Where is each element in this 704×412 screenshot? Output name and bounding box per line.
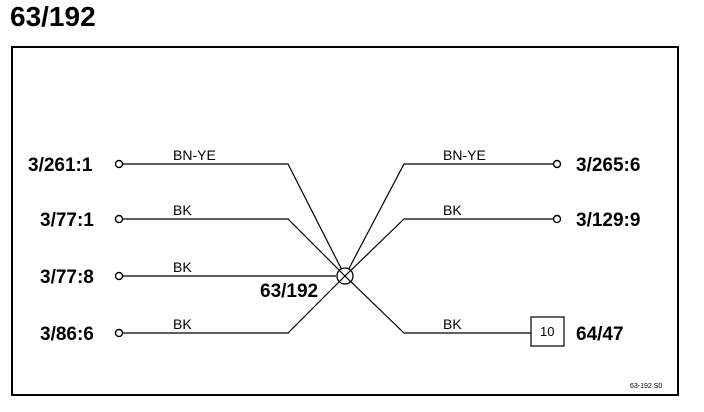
- left-wire-1: 3/261:1 BN-YE: [28, 147, 346, 277]
- connector-label: 3/77:1: [40, 210, 94, 231]
- terminal-icon: [114, 159, 124, 169]
- page-title: 63/192: [10, 1, 96, 32]
- right-wire-2: 3/129:9 BK: [344, 202, 640, 277]
- terminal-icon: [552, 214, 562, 224]
- connector-label: 3/86:6: [40, 324, 94, 345]
- diagram-frame: [11, 46, 679, 396]
- connector-label: 3/261:1: [28, 155, 93, 176]
- wire-color-label: BK: [173, 202, 192, 218]
- wire-color-label: BK: [173, 259, 192, 275]
- left-wire-3: 3/77:8 BK: [40, 259, 336, 288]
- connector-label: 64/47: [576, 324, 624, 345]
- right-wire-3: 10 64/47 BK: [344, 275, 624, 347]
- connector-box-number: 10: [540, 324, 554, 339]
- footer-code: 63-192 S0: [630, 383, 662, 390]
- wire-color-label: BN-YE: [173, 147, 216, 163]
- connector-label: 3/77:8: [40, 267, 94, 288]
- left-wire-2: 3/77:1 BK: [40, 202, 346, 277]
- terminal-icon: [114, 328, 124, 338]
- left-wire-4: 3/86:6 BK: [40, 275, 346, 345]
- terminal-icon: [114, 271, 124, 281]
- terminal-icon: [552, 159, 562, 169]
- connector-label: 3/265:6: [576, 155, 640, 176]
- connector-box: [530, 316, 565, 347]
- connector-label: 3/129:9: [576, 210, 640, 231]
- splice-symbol-icon: [336, 267, 354, 285]
- right-wire-1: 3/265:6 BN-YE: [344, 147, 640, 277]
- terminal-icon: [114, 214, 124, 224]
- wire-color-label: BK: [443, 202, 462, 218]
- wire-color-label: BK: [443, 316, 462, 332]
- wire-color-label: BN-YE: [443, 147, 486, 163]
- wire-color-label: BK: [173, 316, 192, 332]
- splice-label: 63/192: [260, 281, 318, 302]
